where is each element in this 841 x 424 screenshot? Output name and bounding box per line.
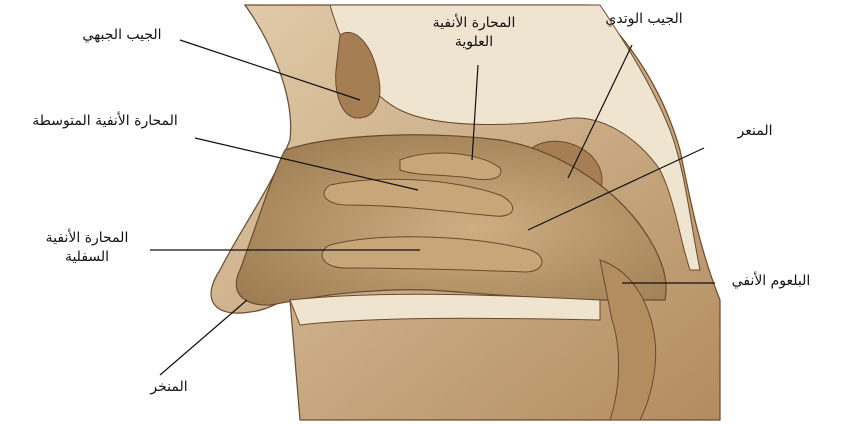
label-inferior-concha: المحارة الأنفية السفلية (24, 229, 150, 267)
label-inferior-concha-line2: السفلية (24, 248, 150, 267)
leader-nostril (160, 300, 247, 375)
label-superior-concha: المحارة الأنفية العلوية (409, 14, 539, 52)
label-superior-concha-line2: العلوية (409, 33, 539, 52)
label-choana: المنعر (722, 122, 788, 141)
label-nasopharynx: البلعوم الأنفي (712, 272, 830, 291)
label-nostril: المنخر (136, 378, 202, 397)
label-superior-concha-line1: المحارة الأنفية (409, 14, 539, 33)
label-sphenoid-sinus: الجيب الوتدي (582, 10, 706, 29)
label-inferior-concha-line1: المحارة الأنفية (24, 229, 150, 248)
label-middle-concha: المحارة الأنفية المتوسطة (12, 112, 198, 131)
label-frontal-sinus: الجيب الجبهي (63, 26, 181, 45)
